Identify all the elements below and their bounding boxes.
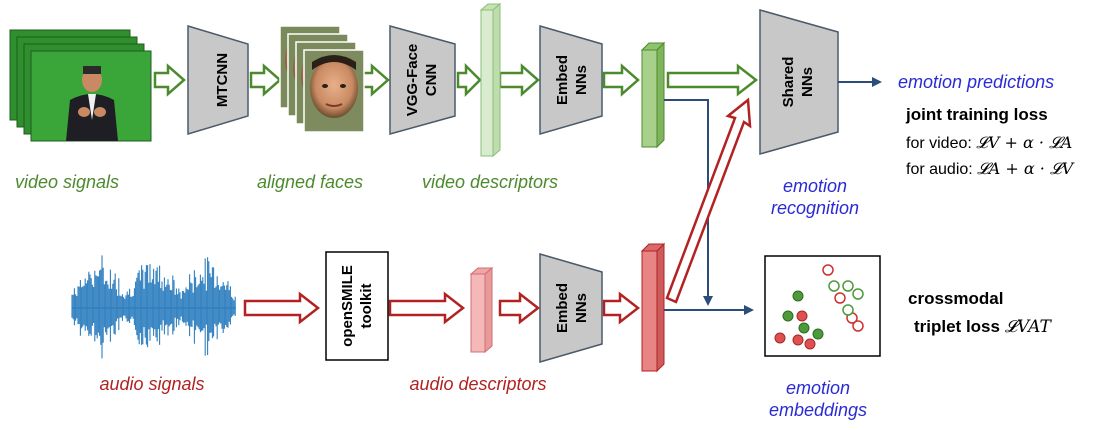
- emotion-embeddings-label-2: embeddings: [769, 400, 867, 420]
- joint-loss-title: joint training loss: [905, 105, 1048, 124]
- emotion-recognition-label-1: emotion: [783, 176, 847, 196]
- arrow-mtcnn-to-faces: [249, 63, 282, 97]
- shared-label-line2: NNs: [799, 67, 816, 97]
- audio-embed-label-line1: Embed: [554, 283, 571, 333]
- audio-waveform-icon: [71, 255, 236, 359]
- vgg-label-line2: CNN: [423, 64, 440, 97]
- audio-embedding-vector: [640, 242, 666, 373]
- emotion-recognition-label-2: recognition: [771, 198, 859, 218]
- emotion-predictions-label: emotion predictions: [898, 72, 1054, 92]
- connector-video-to-embeddings: [664, 99, 709, 302]
- audio-loss-line: for audio: 𝓛A + α · 𝓛V: [906, 159, 1075, 178]
- audio-descriptor-bar: [469, 266, 494, 354]
- opensmile-label-line1: openSMILE: [339, 265, 356, 347]
- triplet-loss-line2: triplet loss 𝓛VAT: [914, 317, 1053, 337]
- video-embed-label-line1: Embed: [554, 55, 571, 105]
- audio-flow-arrows: [243, 97, 752, 325]
- shared-nns-block: Shared NNs: [759, 9, 839, 155]
- waveform-trace: [71, 255, 236, 359]
- video-signals-label: video signals: [15, 172, 119, 192]
- audio-signals-label: audio signals: [99, 374, 204, 394]
- arrow-opensmile-to-descriptor: [388, 291, 466, 325]
- arrow-embed-to-vector: [602, 63, 640, 97]
- aligned-faces-label: aligned faces: [257, 172, 363, 192]
- arrow-waveform-to-opensmile: [243, 291, 321, 325]
- arrow-audio-vector-to-shared: [665, 97, 752, 304]
- emotion-embeddings-label-1: emotion: [786, 378, 850, 398]
- audio-loss-formula: 𝓛A + α · 𝓛V: [977, 159, 1074, 178]
- video-flow-arrows: [153, 62, 759, 98]
- video-embedding-vector: [640, 41, 666, 149]
- opensmile-toolkit-block: openSMILE toolkit: [325, 251, 389, 361]
- triplet-loss-line1: crossmodal: [908, 289, 1003, 308]
- vgg-face-cnn-block: VGG-Face CNN: [389, 25, 456, 135]
- video-embed-nns-block: Embed NNs: [539, 25, 603, 135]
- video-descriptor-bar: [479, 2, 502, 158]
- arrow-vector-to-shared: [666, 63, 759, 97]
- arrow-descriptor-to-embed: [498, 63, 540, 97]
- video-loss-formula: 𝓛V + α · 𝓛A: [976, 133, 1072, 152]
- video-descriptors-label: video descriptors: [422, 172, 558, 192]
- mtcnn-label: MTCNN: [214, 53, 231, 107]
- audio-embed-label-line2: NNs: [573, 293, 590, 323]
- arrow-descriptor-to-embed-audio: [498, 291, 541, 325]
- audio-loss-prefix: for audio:: [906, 161, 977, 178]
- embedding-scatter-icon: [764, 255, 881, 357]
- video-loss-prefix: for video:: [906, 135, 976, 152]
- arrow-frames-to-mtcnn: [153, 63, 186, 97]
- triplet-loss-symbol: 𝓛VAT: [1005, 317, 1053, 337]
- video-frames-icon: [9, 29, 152, 142]
- mtcnn-block: MTCNN: [187, 24, 249, 136]
- arrow-embed-to-audio-vector: [602, 291, 641, 325]
- aligned-face-stack-icon: [279, 25, 365, 133]
- video-embed-label-line2: NNs: [573, 65, 590, 95]
- opensmile-label-line2: toolkit: [358, 284, 375, 329]
- video-loss-line: for video: 𝓛V + α · 𝓛A: [906, 133, 1072, 152]
- triplet-loss-text: triplet loss: [914, 317, 1005, 336]
- arrow-vgg-to-descriptor: [456, 62, 482, 98]
- vgg-label-line1: VGG-Face: [404, 44, 421, 117]
- shared-label-line1: Shared: [780, 57, 797, 108]
- audio-descriptors-label: audio descriptors: [409, 374, 546, 394]
- audio-embed-nns-block: Embed NNs: [539, 253, 603, 363]
